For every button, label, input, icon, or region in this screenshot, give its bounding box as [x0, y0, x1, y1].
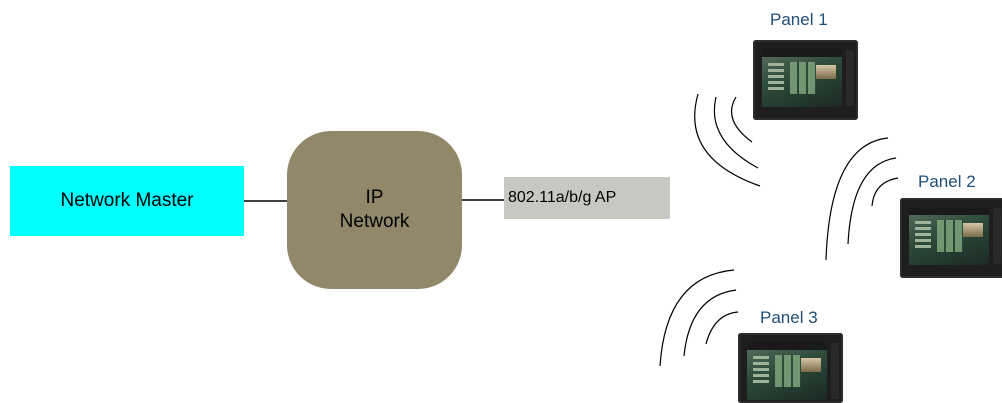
- panel-1-touchscreen: [753, 40, 858, 120]
- ip-network-label-line2: Network: [339, 211, 410, 232]
- network-master-label: Network Master: [60, 190, 194, 211]
- panel-3-label: Panel 3: [760, 308, 818, 327]
- signal-waves-panel-3: [659, 269, 739, 367]
- panel-2-screen: [909, 207, 989, 265]
- panel-2-label: Panel 2: [918, 172, 976, 191]
- access-point-node: 802.11a/b/g AP: [504, 177, 670, 219]
- panel-1-screen: [762, 49, 842, 107]
- ip-network-node: IP Network: [287, 131, 462, 289]
- panel-1-label: Panel 1: [770, 10, 828, 29]
- signal-waves-panel-1: [694, 93, 761, 187]
- network-master-node: Network Master: [10, 166, 244, 236]
- panel-3-touchscreen: [738, 333, 843, 403]
- panel-3-screen: [747, 342, 827, 400]
- ip-network-label-line1: IP: [365, 187, 384, 208]
- signal-waves-panel-2: [825, 137, 899, 261]
- access-point-label: 802.11a/b/g AP: [508, 189, 617, 206]
- panel-2-touchscreen: [900, 198, 1002, 278]
